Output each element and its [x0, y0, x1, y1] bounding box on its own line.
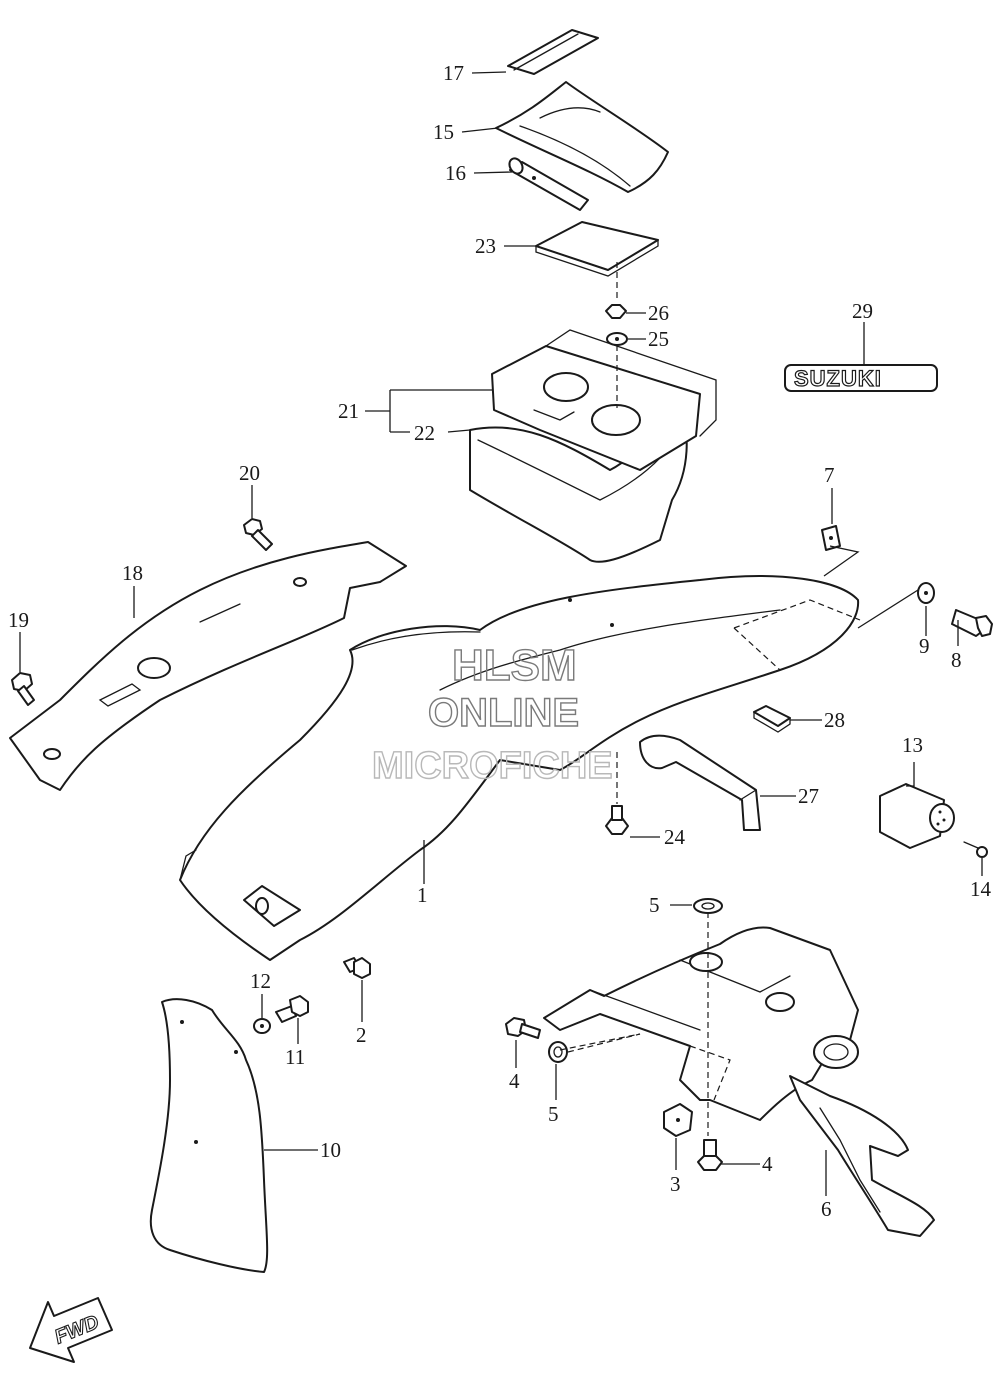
- callout-18: 18: [122, 561, 143, 585]
- part-4-bolt-bottom[interactable]: [697, 1139, 723, 1171]
- watermark-line-2: ONLINE: [428, 691, 579, 735]
- part-20-bolt[interactable]: [243, 518, 273, 551]
- callout-23: 23: [475, 234, 496, 258]
- callout-17: 17: [443, 61, 464, 85]
- callout-12: 12: [250, 969, 271, 993]
- part-2-bolt[interactable]: [343, 957, 371, 979]
- part-5-grommet-left[interactable]: [548, 1041, 568, 1063]
- part-29-suzuki-decal[interactable]: SUZUKI: [784, 364, 938, 392]
- decal-logo-text: SUZUKI: [794, 366, 882, 391]
- part-3-clip-nut[interactable]: [663, 1103, 693, 1137]
- watermark-line-3: MICROFICHE: [372, 745, 613, 787]
- callout-11: 11: [285, 1045, 305, 1069]
- part-26-nut[interactable]: [605, 304, 627, 319]
- callout-20: 20: [239, 461, 260, 485]
- callout-26: 26: [648, 301, 669, 325]
- watermark-line-1: HLSM: [452, 641, 577, 690]
- part-28-pad[interactable]: [753, 705, 791, 733]
- part-17-strap[interactable]: [507, 29, 599, 75]
- callout-labels: 17 15 16 23 26 25 29 21 22 20 7 18 19 9 …: [8, 61, 992, 1221]
- callout-29: 29: [852, 299, 873, 323]
- part-8-bolt[interactable]: [951, 609, 993, 637]
- callout-19: 19: [8, 608, 29, 632]
- callout-28: 28: [824, 708, 845, 732]
- callout-3: 3: [670, 1172, 681, 1196]
- part-11-bolt[interactable]: [275, 995, 309, 1023]
- callout-9: 9: [919, 634, 930, 658]
- callout-4-bottom: 4: [762, 1152, 773, 1176]
- part-10-mudguard[interactable]: [149, 998, 269, 1273]
- callout-6: 6: [821, 1197, 832, 1221]
- callout-10: 10: [320, 1138, 341, 1162]
- part-12-washer[interactable]: [253, 1018, 271, 1034]
- part-16-tube[interactable]: [507, 156, 589, 211]
- callout-2: 2: [356, 1023, 367, 1047]
- part-24-bolt[interactable]: [605, 805, 629, 835]
- part-1-rear-fender[interactable]: [179, 575, 861, 961]
- callout-14: 14: [970, 877, 992, 901]
- leader-lines: [19, 71, 983, 1196]
- part-15-tool-bag[interactable]: [495, 81, 669, 193]
- part-13-switch[interactable]: [879, 783, 955, 849]
- callout-13: 13: [902, 733, 923, 757]
- part-23-pad[interactable]: [535, 221, 659, 277]
- callout-8: 8: [951, 648, 962, 672]
- callout-4-left: 4: [509, 1069, 520, 1093]
- callout-5-top: 5: [649, 893, 660, 917]
- part-9-washer[interactable]: [917, 582, 935, 604]
- part-7-clip[interactable]: [821, 525, 841, 551]
- assembly-lines: [567, 262, 919, 1136]
- part-22-tray[interactable]: [469, 329, 717, 563]
- fwd-direction-arrow: FWD: [29, 1297, 113, 1363]
- callout-15: 15: [433, 120, 454, 144]
- callout-16: 16: [445, 161, 466, 185]
- part-19-bolt[interactable]: [11, 672, 35, 706]
- callout-27: 27: [798, 784, 819, 808]
- callout-22: 22: [414, 421, 435, 445]
- callout-1: 1: [417, 883, 428, 907]
- callout-5-left: 5: [548, 1102, 559, 1126]
- watermark: HLSM ONLINE MICROFICHE: [371, 640, 613, 787]
- part-6-tail-bracket[interactable]: [543, 926, 935, 1237]
- part-5-grommet-top[interactable]: [693, 898, 723, 914]
- callout-21: 21: [338, 399, 359, 423]
- part-14-screw[interactable]: [963, 841, 988, 858]
- part-18-side-cover[interactable]: [9, 541, 407, 791]
- callout-24: 24: [664, 825, 686, 849]
- callout-25: 25: [648, 327, 669, 351]
- callout-7: 7: [824, 463, 835, 487]
- part-4-bolt-left[interactable]: [505, 1017, 541, 1039]
- part-27-grab-handle[interactable]: [639, 734, 761, 831]
